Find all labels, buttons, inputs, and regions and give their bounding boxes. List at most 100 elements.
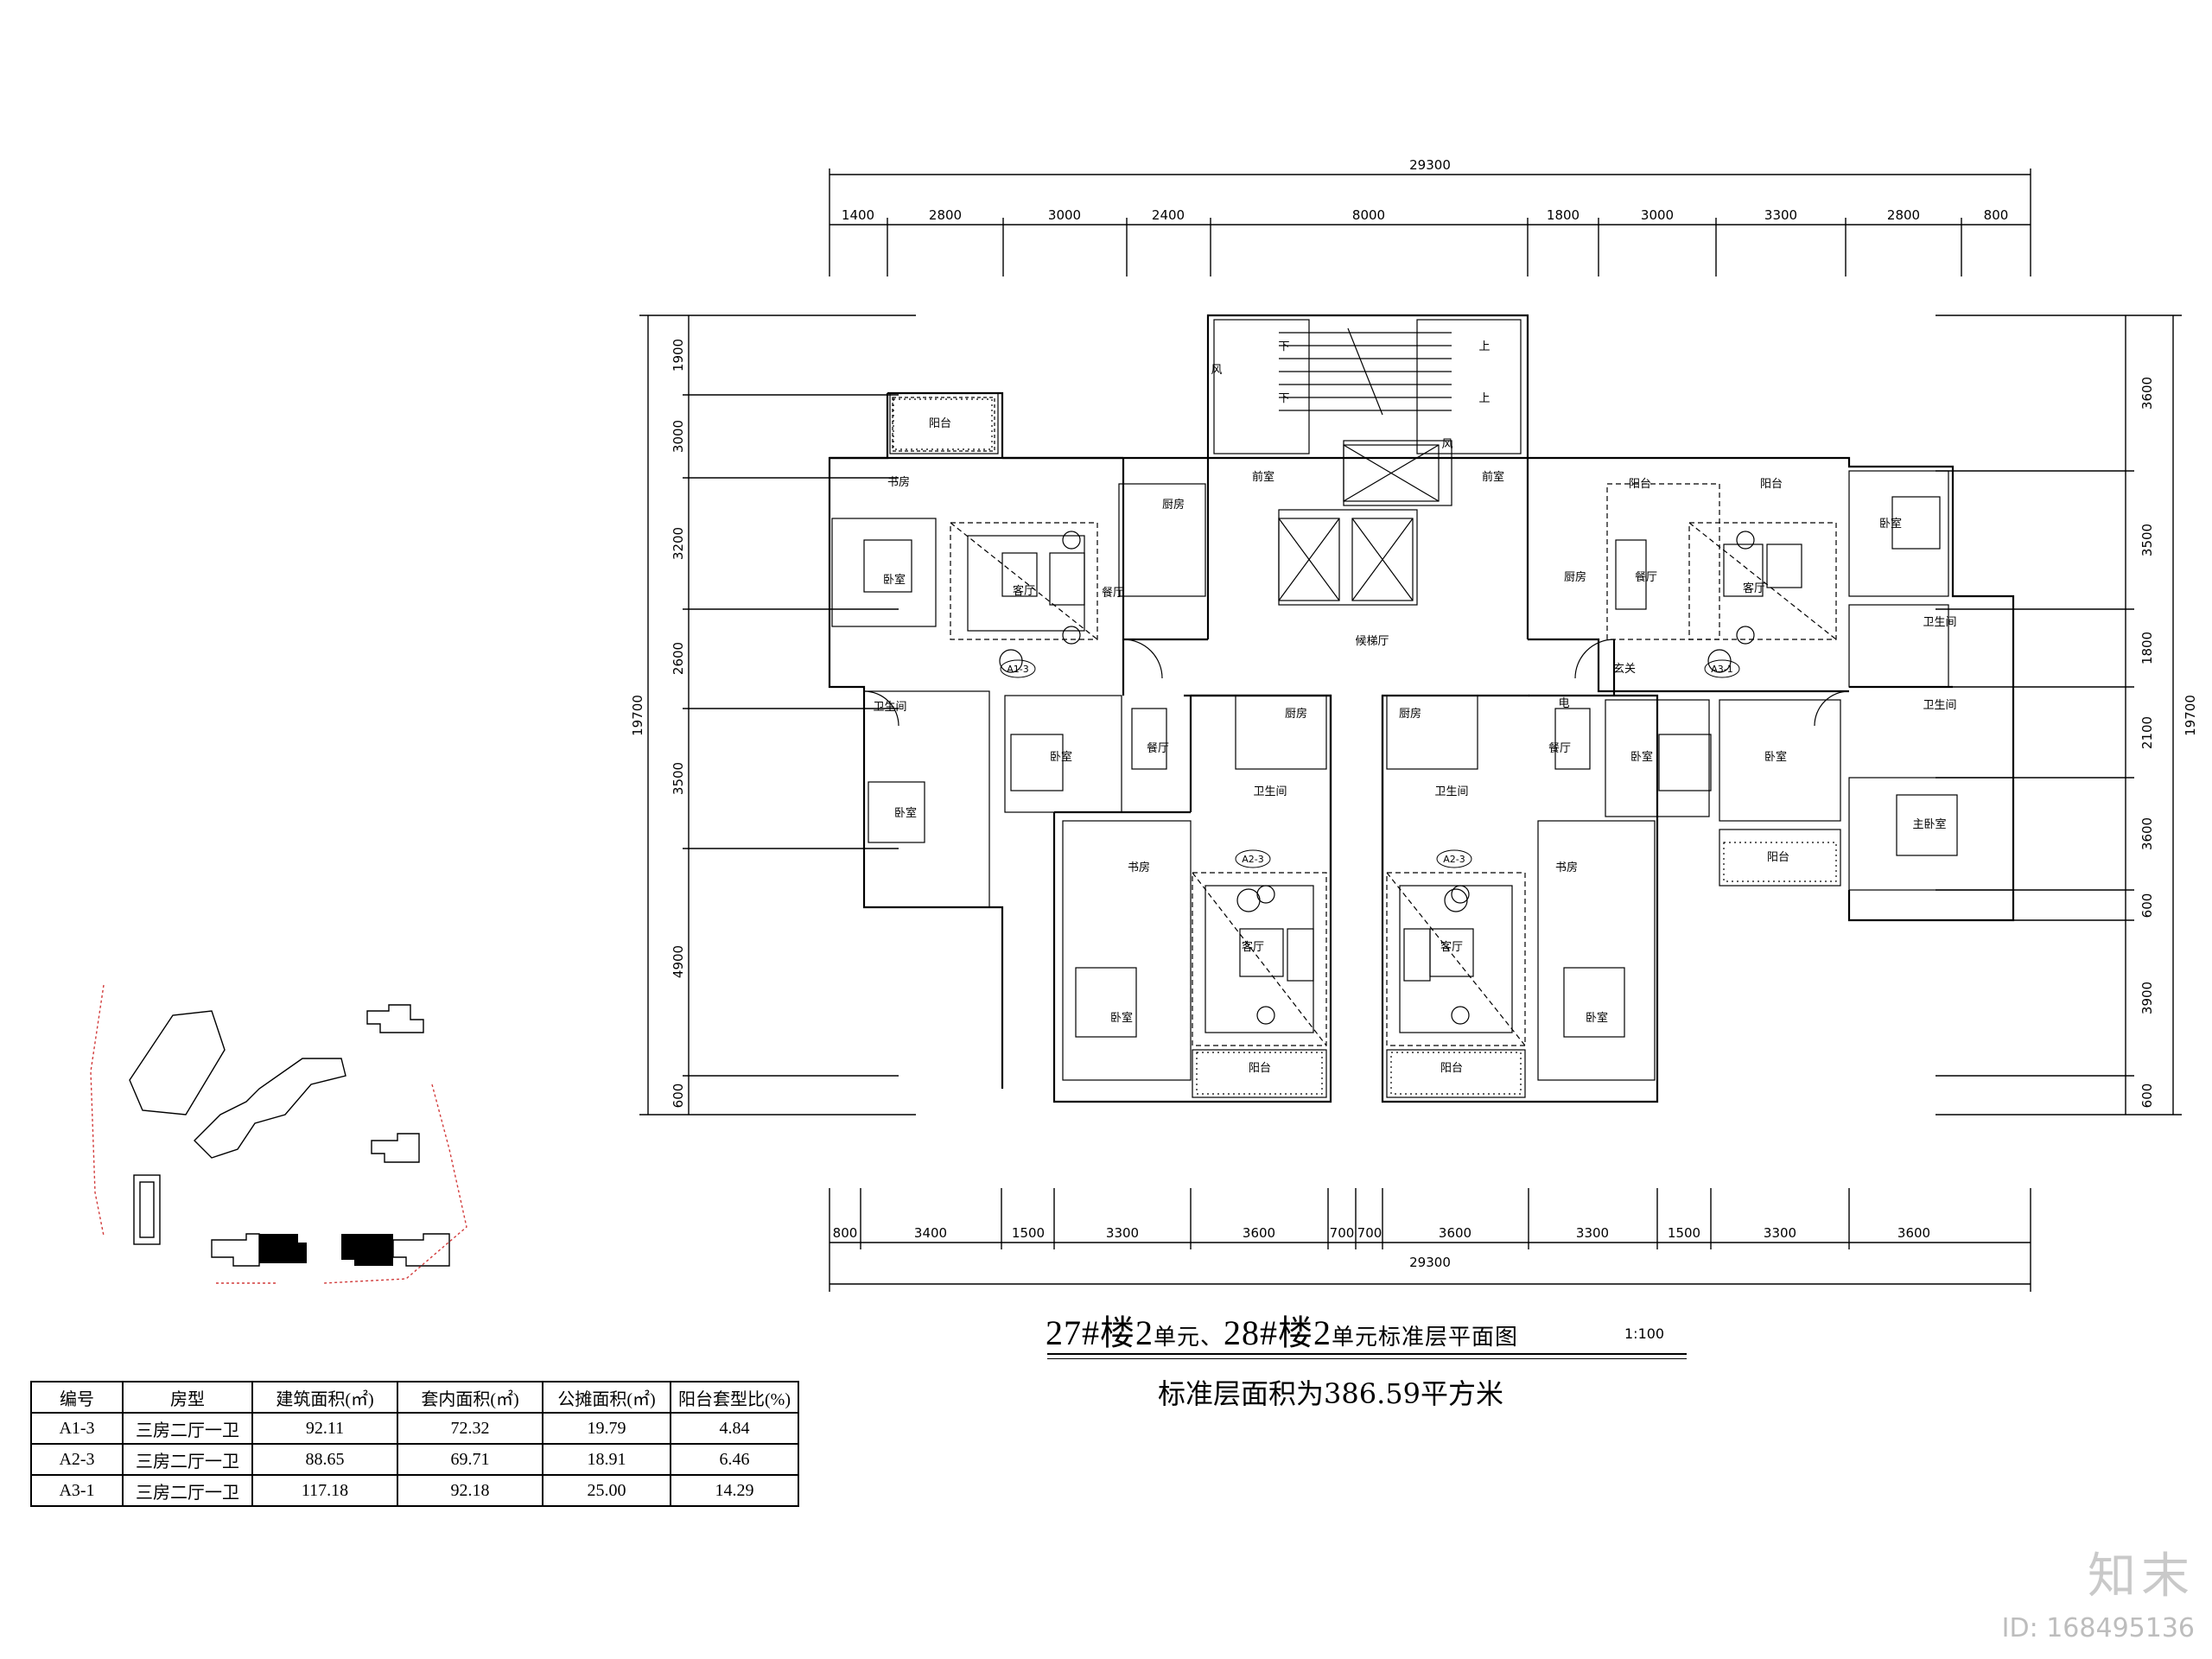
title-underline (1047, 1353, 1687, 1355)
unit-tag-a23-left: A2-3 (1242, 854, 1264, 865)
cell: 18.91 (542, 1443, 671, 1476)
room-bath-a3a: 卫生间 (1923, 616, 1956, 629)
room-dining-a1: 餐厅 (1102, 586, 1124, 600)
room-balcony-a3c: 阳台 (1629, 478, 1651, 491)
top-dim-9: 2800 (1887, 207, 1920, 223)
cell: 三房二厅一卫 (122, 1443, 253, 1476)
room-dining-a2l: 餐厅 (1147, 741, 1169, 755)
left-dim-4: 2600 (671, 642, 686, 675)
title-unit-28: 楼2 (1278, 1313, 1332, 1352)
room-entry-a3: 玄关 (1613, 663, 1636, 676)
stair-down-1: 下 (1278, 340, 1289, 353)
right-dim-5: 3600 (2139, 817, 2155, 850)
top-dim-2: 2800 (929, 207, 962, 223)
title-underline-thin (1047, 1358, 1687, 1359)
right-dim-2: 3500 (2139, 524, 2155, 556)
bottom-dim-5: 3600 (1243, 1225, 1275, 1241)
room-bedroom-a2l: 卧室 (1050, 750, 1072, 764)
stair-up-1: 上 (1478, 340, 1490, 353)
right-dim-4: 2100 (2139, 716, 2155, 749)
room-kitchen-a1: 厨房 (1162, 498, 1185, 512)
right-dim-8: 600 (2139, 1084, 2155, 1109)
room-dining-a2r: 餐厅 (1548, 741, 1571, 755)
header-shared-area: 公摊面积(㎡) (542, 1381, 671, 1414)
room-bedroom-a2l-b: 卧室 (1110, 1011, 1133, 1025)
cell: 92.11 (251, 1412, 398, 1445)
room-living-a3: 客厅 (1743, 582, 1765, 595)
cell: 19.79 (542, 1412, 671, 1445)
room-bedroom-a3b: 卧室 (1630, 750, 1653, 764)
cell: 6.46 (670, 1443, 799, 1476)
drawing-title: 27#楼2单元、28#楼2单元标准层平面图 (1046, 1305, 1518, 1355)
right-dim-6: 600 (2139, 893, 2155, 918)
header-type: 房型 (122, 1381, 253, 1414)
room-dining-a3: 餐厅 (1635, 570, 1657, 584)
header-id: 编号 (30, 1381, 124, 1414)
cell: 三房二厅一卫 (122, 1474, 253, 1507)
title-sep: 单元、 (1154, 1325, 1224, 1350)
watermark-id: ID: 168495136 (2001, 1613, 2195, 1643)
header-inner-area: 套内面积(㎡) (397, 1381, 543, 1414)
table-row: A1-3 三房二厅一卫 92.11 72.32 19.79 4.84 (30, 1412, 799, 1445)
room-kitchen-a3: 厨房 (1564, 570, 1586, 584)
unit-tag-a31: A3-1 (1711, 664, 1733, 675)
bottom-dim-12: 3600 (1897, 1225, 1930, 1241)
bottom-dim-8: 3600 (1439, 1225, 1471, 1241)
standard-floor-area-note: 标准层面积为386.59平方米 (1158, 1377, 1503, 1410)
room-electric: 电 (1558, 697, 1569, 710)
room-bedroom-a1: 卧室 (883, 573, 906, 587)
right-dim-3: 1800 (2139, 632, 2155, 664)
cell: 92.18 (397, 1474, 543, 1507)
room-bedroom-a1b: 卧室 (894, 806, 917, 820)
bottom-dim-1: 800 (833, 1225, 858, 1241)
cell: 4.84 (670, 1412, 799, 1445)
cell: 117.18 (251, 1474, 398, 1507)
top-total-dim: 29300 (1409, 157, 1451, 173)
cell: 72.32 (397, 1412, 543, 1445)
room-study-a2l: 书房 (1128, 861, 1150, 874)
bottom-dim-4: 3300 (1106, 1225, 1139, 1241)
top-dim-4: 2400 (1152, 207, 1185, 223)
cell: 88.65 (251, 1443, 398, 1476)
header-building-area: 建筑面积(㎡) (251, 1381, 398, 1414)
title-building-28: 28# (1224, 1313, 1279, 1352)
room-bedroom-a3c: 卧室 (1764, 750, 1787, 764)
room-study-a2r: 书房 (1555, 861, 1578, 874)
room-kitchen-a2l: 厨房 (1285, 707, 1307, 721)
left-dim-3: 3200 (671, 527, 686, 560)
left-dim-2: 3000 (671, 420, 686, 453)
room-shaft-right: 风 (1441, 438, 1452, 451)
room-master-a3: 主卧室 (1912, 817, 1946, 831)
room-lobby: 候梯厅 (1355, 635, 1389, 648)
room-balcony-a3a: 阳台 (1760, 478, 1783, 491)
top-dim-5: 8000 (1352, 207, 1385, 223)
top-dim-6: 1800 (1547, 207, 1580, 223)
bottom-dim-7: 700 (1357, 1225, 1382, 1241)
drawing-scale: 1:100 (1624, 1325, 1665, 1342)
left-dim-6: 4900 (671, 945, 686, 978)
right-dim-1: 3600 (2139, 377, 2155, 410)
room-balcony-a2l: 阳台 (1249, 1062, 1271, 1075)
right-total-dim: 19700 (2183, 695, 2198, 736)
top-dim-7: 3000 (1641, 207, 1674, 223)
unit-tag-a23-right: A2-3 (1443, 854, 1465, 865)
top-dim-3: 3000 (1048, 207, 1081, 223)
room-living-a2l: 客厅 (1242, 940, 1264, 954)
bottom-dim-3: 1500 (1012, 1225, 1045, 1241)
table-header-row: 编号 房型 建筑面积(㎡) 套内面积(㎡) 公摊面积(㎡) 阳台套型比(%) (30, 1381, 799, 1414)
table-row: A2-3 三房二厅一卫 88.65 69.71 18.91 6.46 (30, 1443, 799, 1476)
title-suffix: 单元标准层平面图 (1332, 1325, 1519, 1350)
left-total-dim: 19700 (630, 695, 645, 736)
top-dim-10: 800 (1984, 207, 2009, 223)
room-bath-a3b: 卫生间 (1923, 699, 1956, 712)
bottom-dim-10: 1500 (1668, 1225, 1700, 1241)
bottom-dim-2: 3400 (914, 1225, 947, 1241)
header-balcony-ratio: 阳台套型比(%) (670, 1381, 799, 1414)
room-bath-a2r: 卫生间 (1434, 785, 1468, 798)
cell: 25.00 (542, 1474, 671, 1507)
cell: 69.71 (397, 1443, 543, 1476)
room-living-a1: 客厅 (1013, 584, 1035, 598)
unit-area-table: 编号 房型 建筑面积(㎡) 套内面积(㎡) 公摊面积(㎡) 阳台套型比(%) A… (30, 1381, 799, 1507)
room-front-right: 前室 (1482, 470, 1504, 484)
bottom-dim-11: 3300 (1764, 1225, 1796, 1241)
